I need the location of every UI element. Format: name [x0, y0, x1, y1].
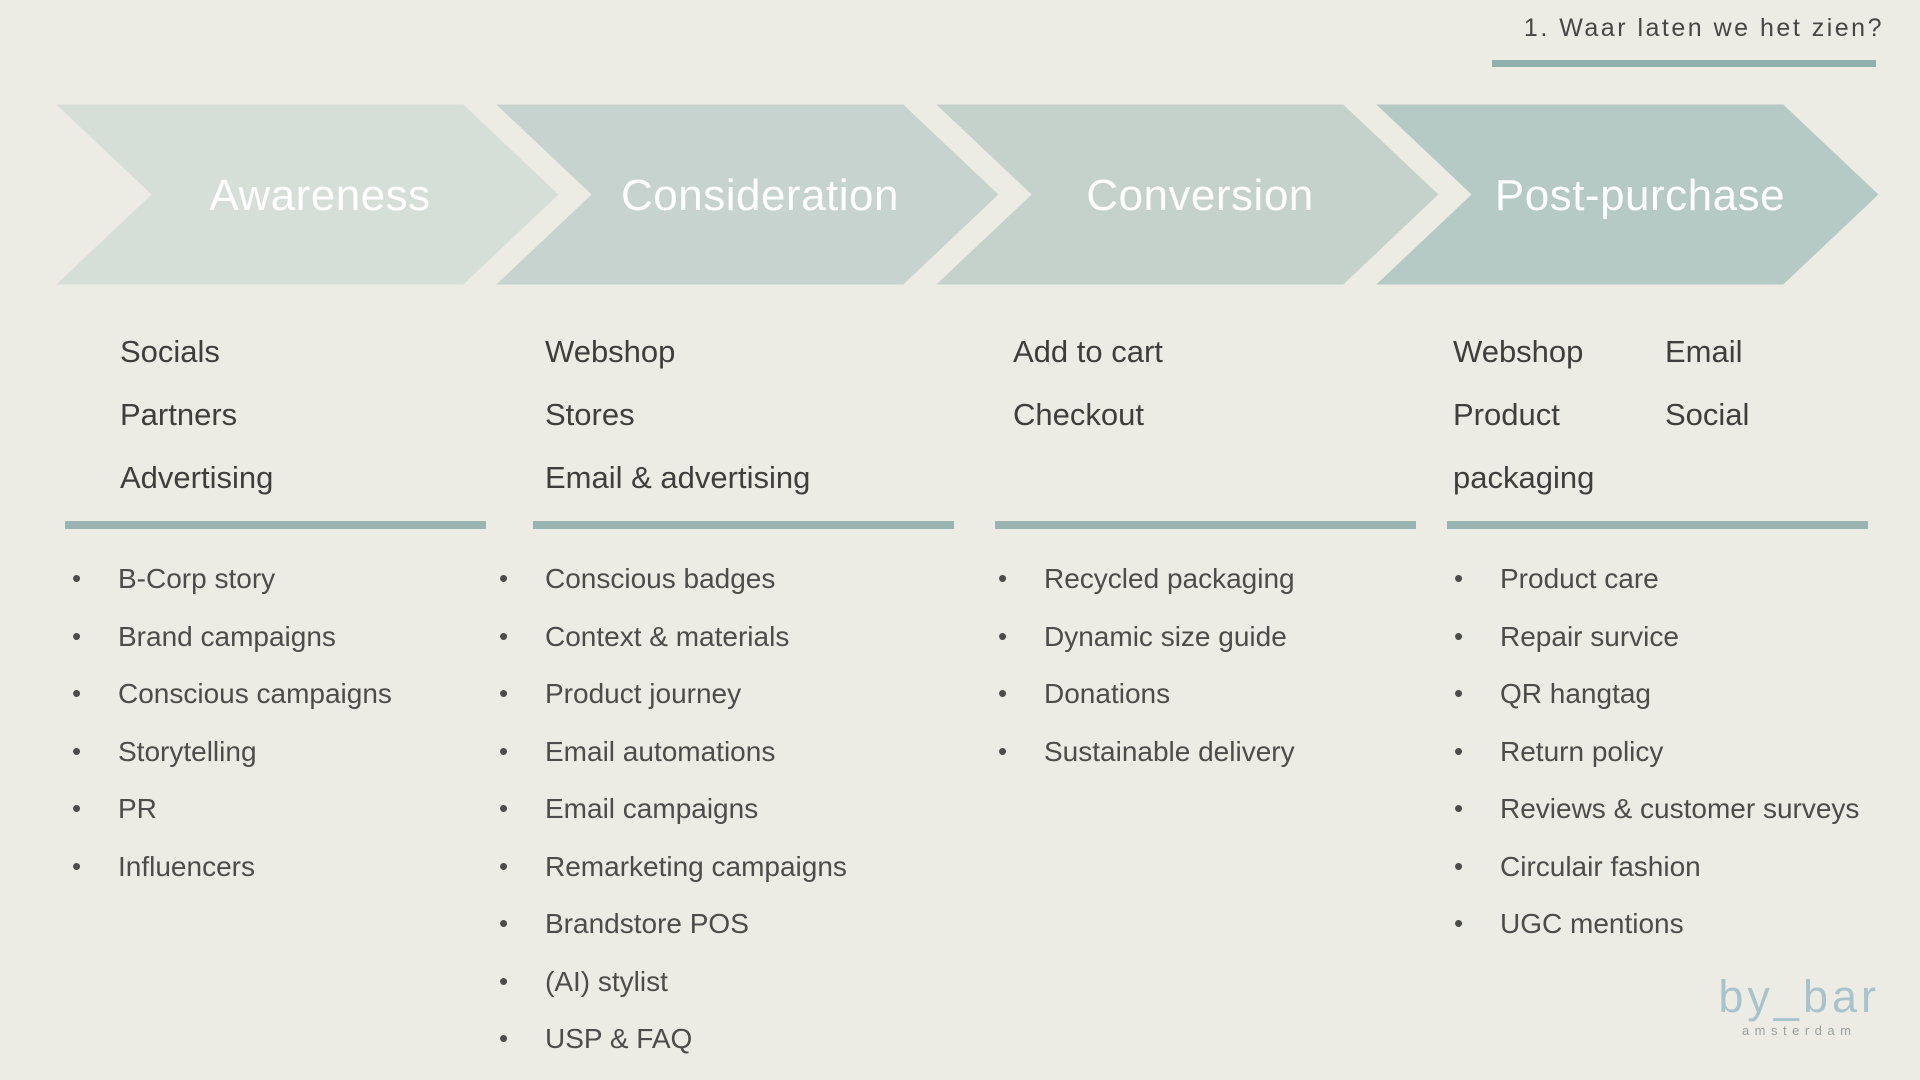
channel-label: Add to cart [1013, 334, 1163, 369]
bullet-item: Conscious campaigns [70, 665, 500, 723]
column-divider-conversion [995, 521, 1416, 529]
stage-label-post-purchase: Post-purchase [1494, 171, 1786, 220]
title-accent-line [1492, 60, 1876, 67]
bullet-item: Recycled packaging [996, 550, 1436, 608]
bullet-item: USP & FAQ [497, 1010, 937, 1068]
bullet-item: Product journey [497, 665, 937, 723]
bullet-item: Donations [996, 665, 1436, 723]
bullet-item: (AI) stylist [497, 953, 937, 1011]
chevron-consideration [475, 97, 1012, 292]
bullet-item: Influencers [70, 838, 500, 896]
column-divider-post-purchase [1447, 521, 1868, 529]
channel-label: Webshop [1453, 334, 1584, 369]
bullet-list-post-purchase: Product careRepair surviceQR hangtagRetu… [1452, 550, 1907, 953]
bullet-item: Circulair fashion [1452, 838, 1907, 896]
channel-label: Partners [120, 397, 238, 432]
channel-label: Email & advertising [545, 460, 811, 495]
stage-label-awareness: Awareness [209, 171, 431, 220]
bullet-list-awareness: B-Corp storyBrand campaignsConscious cam… [70, 550, 500, 895]
chevron-conversion [915, 97, 1452, 292]
bullet-item: Conscious badges [497, 550, 937, 608]
bullet-item: Brandstore POS [497, 895, 937, 953]
bullet-list-consideration: Conscious badgesContext & materialsProdu… [497, 550, 937, 1068]
stage-label-conversion: Conversion [1086, 171, 1314, 220]
bullet-item: Repair survice [1452, 608, 1907, 666]
channel-label: Checkout [1013, 397, 1144, 432]
channel-label: Social [1665, 397, 1750, 432]
bullet-item: QR hangtag [1452, 665, 1907, 723]
column-divider-consideration [533, 521, 954, 529]
bullet-item: Return policy [1452, 723, 1907, 781]
channel-label: Webshop [545, 334, 676, 369]
bullet-item: Email automations [497, 723, 937, 781]
channel-label: Advertising [120, 460, 274, 495]
bullet-list-conversion: Recycled packagingDynamic size guideDona… [996, 550, 1436, 780]
channel-label: Stores [545, 397, 635, 432]
bullet-item: Reviews & customer surveys [1452, 780, 1907, 838]
bullet-item: PR [70, 780, 500, 838]
channel-label: Product packaging [1453, 397, 1595, 495]
bullet-item: UGC mentions [1452, 895, 1907, 953]
bullet-item: Email campaigns [497, 780, 937, 838]
bullet-item: Sustainable delivery [996, 723, 1436, 781]
column-divider-awareness [65, 521, 486, 529]
bullet-item: Brand campaigns [70, 608, 500, 666]
channel-label: Socials [120, 334, 220, 369]
channel-label: Email [1665, 334, 1743, 369]
bullet-item: Remarketing campaigns [497, 838, 937, 896]
chevron-post-purchase [1355, 97, 1892, 292]
brand-name: by_bar [1718, 971, 1880, 1022]
bullet-item: Product care [1452, 550, 1907, 608]
brand-tagline: amsterdam [1741, 1022, 1857, 1038]
funnel-chevron-band [35, 97, 1892, 292]
stage-label-consideration: Consideration [621, 171, 899, 220]
brand-logo: by_bar amsterdam [1718, 972, 1880, 1038]
bullet-item: Dynamic size guide [996, 608, 1436, 666]
chevron-awareness [35, 97, 572, 292]
bullet-item: Storytelling [70, 723, 500, 781]
bullet-item: Context & materials [497, 608, 937, 666]
bullet-item: B-Corp story [70, 550, 500, 608]
slide-title: 1. Waar laten we het zien? [1523, 14, 1884, 42]
